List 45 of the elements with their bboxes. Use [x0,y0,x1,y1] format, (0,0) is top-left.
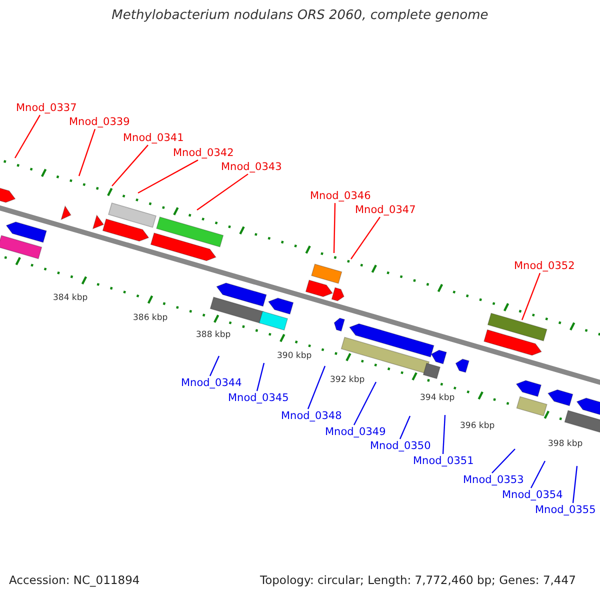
leader-line [442,414,446,454]
leader-line [14,114,41,158]
leader-line [209,356,220,376]
footer-text: Accession: NC_011894 [9,574,140,588]
gene-label: Mnod_0351 [413,455,474,468]
scale-label: 388 kbp [196,331,231,341]
diagram-title: Methylobacterium nodulans ORS 2060, complete genome [110,9,490,24]
leader-line [138,160,198,194]
leader-line [572,466,578,504]
gene-label: Mnod_0342 [173,147,234,160]
scale-label: 390 kbp [277,352,312,362]
gene-label: Mnod_0349 [325,426,386,438]
leader-line [196,174,248,210]
leader-line [521,272,541,320]
footer-text: Topology: circular; Length: 7,772,460 bp; Genes: 7,447 [260,574,576,588]
gene-label: Mnod_0355 [535,504,596,516]
gene-label: Mnod_0353 [463,474,524,486]
gene-label: Mnod_0346 [310,190,371,202]
leader-line [530,460,546,488]
gene-label: Mnod_0347 [355,204,416,216]
leader-line [350,216,380,260]
gene-label: Mnod_0339 [69,116,130,128]
leader-line [353,382,377,426]
gene-label: Mnod_0343 [221,161,282,174]
leader-line [256,362,265,392]
scale-label: 386 kbp [133,314,168,324]
scale-label: 392 kbp [330,376,365,386]
gene-label: Mnod_0337 [16,102,77,114]
gene-label: Mnod_0345 [228,392,289,404]
scale-label: 394 kbp [420,394,455,404]
leader-line [112,144,148,186]
leader-line [333,203,336,254]
scale-label: 396 kbp [460,422,495,432]
gene-label: Mnod_0354 [502,489,563,502]
leader-line [492,448,516,474]
gene-label: Mnod_0348 [281,410,342,422]
scale-label: 398 kbp [548,440,583,450]
scale-label: 384 kbp [53,294,88,304]
leader-line [399,416,411,440]
leader-line [307,366,326,410]
gene-label: Mnod_0341 [123,132,184,144]
gene-label: Mnod_0352 [514,260,575,272]
gene-label: Mnod_0350 [370,440,431,452]
leader-line [78,128,96,176]
gene-label: Mnod_0344 [181,377,242,390]
